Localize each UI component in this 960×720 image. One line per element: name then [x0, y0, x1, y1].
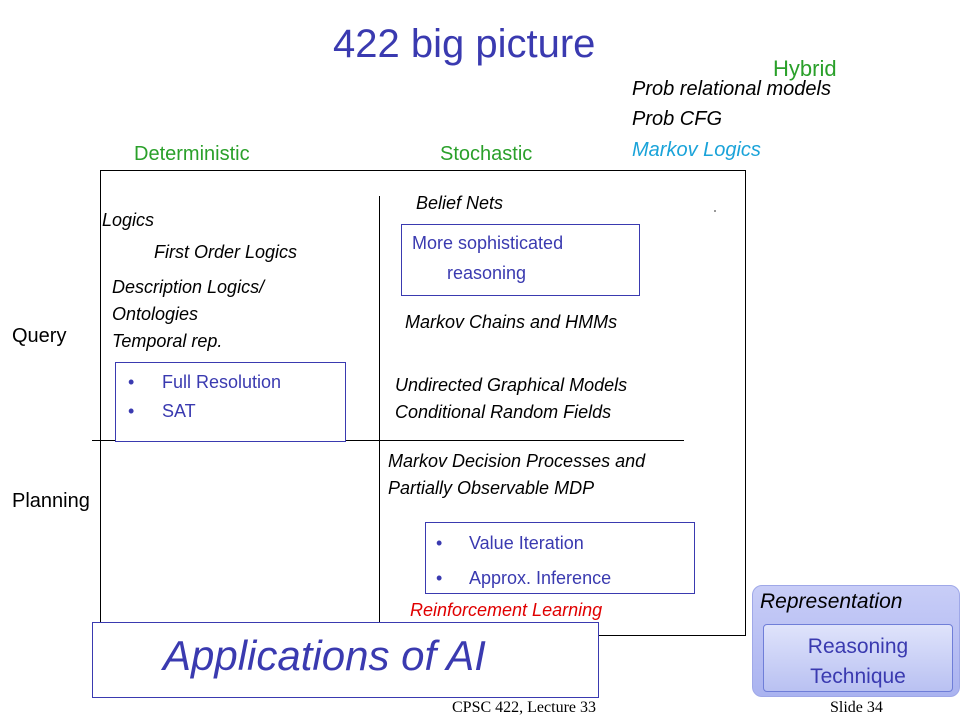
technique-sat: SAT [162, 401, 196, 421]
applications-label: Applications of AI [163, 632, 486, 679]
stochastic-technique-box [425, 522, 695, 594]
label-more-sophisticated: More sophisticated [412, 233, 564, 253]
hybrid-heading: Hybrid [773, 56, 837, 81]
technique-value-iteration: Value Iteration [469, 533, 584, 553]
row-heading-planning: Planning [12, 490, 90, 512]
legend-reasoning-label: Reasoning Technique [807, 635, 909, 688]
label-logics: Logics [102, 210, 155, 230]
deterministic-technique-box [115, 362, 346, 442]
technique-full-resolution: Full Resolution [162, 372, 282, 392]
hybrid-item-prob-relational: Prob relational models [632, 78, 831, 100]
label-partially-observable-mdp: Partially Observable MDP [388, 478, 595, 498]
label-undirected-graphical-models: Undirected Graphical Models [395, 375, 628, 395]
row-heading-query: Query [12, 325, 67, 347]
footer-course: CPSC 422, Lecture 33 [452, 699, 596, 716]
column-heading-deterministic: Deterministic [134, 143, 250, 165]
label-conditional-random-fields: Conditional Random Fields [395, 402, 612, 422]
column-divider [379, 196, 380, 626]
applications-box [92, 622, 599, 698]
legend-reasoning-box [763, 624, 953, 692]
bullet-icon: • [436, 568, 443, 588]
label-ontologies: Ontologies [112, 304, 199, 324]
label-belief-nets: Belief Nets [416, 193, 504, 213]
bullet-icon: • [436, 533, 443, 553]
label-temporal-rep: Temporal rep. [112, 331, 223, 351]
footer-slide-number: Slide 34 [830, 699, 883, 716]
row-divider [92, 440, 684, 441]
stray-dot [714, 210, 716, 212]
hybrid-item-markov-logics: Markov Logics [632, 139, 761, 161]
technique-approx-inference: Approx. Inference [469, 568, 612, 588]
sophisticated-reasoning-box [401, 224, 640, 296]
label-markov-decision-processes: Markov Decision Processes and [388, 451, 646, 471]
label-description-logics: Description Logics/ [112, 277, 265, 297]
legend-representation-label: Representation [760, 590, 903, 613]
label-first-order-logics: First Order Logics [154, 242, 298, 262]
slide-title: 422 big picture [333, 22, 596, 66]
label-reasoning: reasoning [447, 263, 527, 283]
bullet-icon: • [128, 372, 135, 392]
bullet-icon: • [128, 401, 135, 421]
label-reinforcement-learning: Reinforcement Learning [410, 600, 603, 620]
column-heading-stochastic: Stochastic [440, 143, 533, 165]
hybrid-item-prob-cfg: Prob CFG [632, 108, 723, 130]
label-markov-chains: Markov Chains and HMMs [405, 312, 618, 332]
